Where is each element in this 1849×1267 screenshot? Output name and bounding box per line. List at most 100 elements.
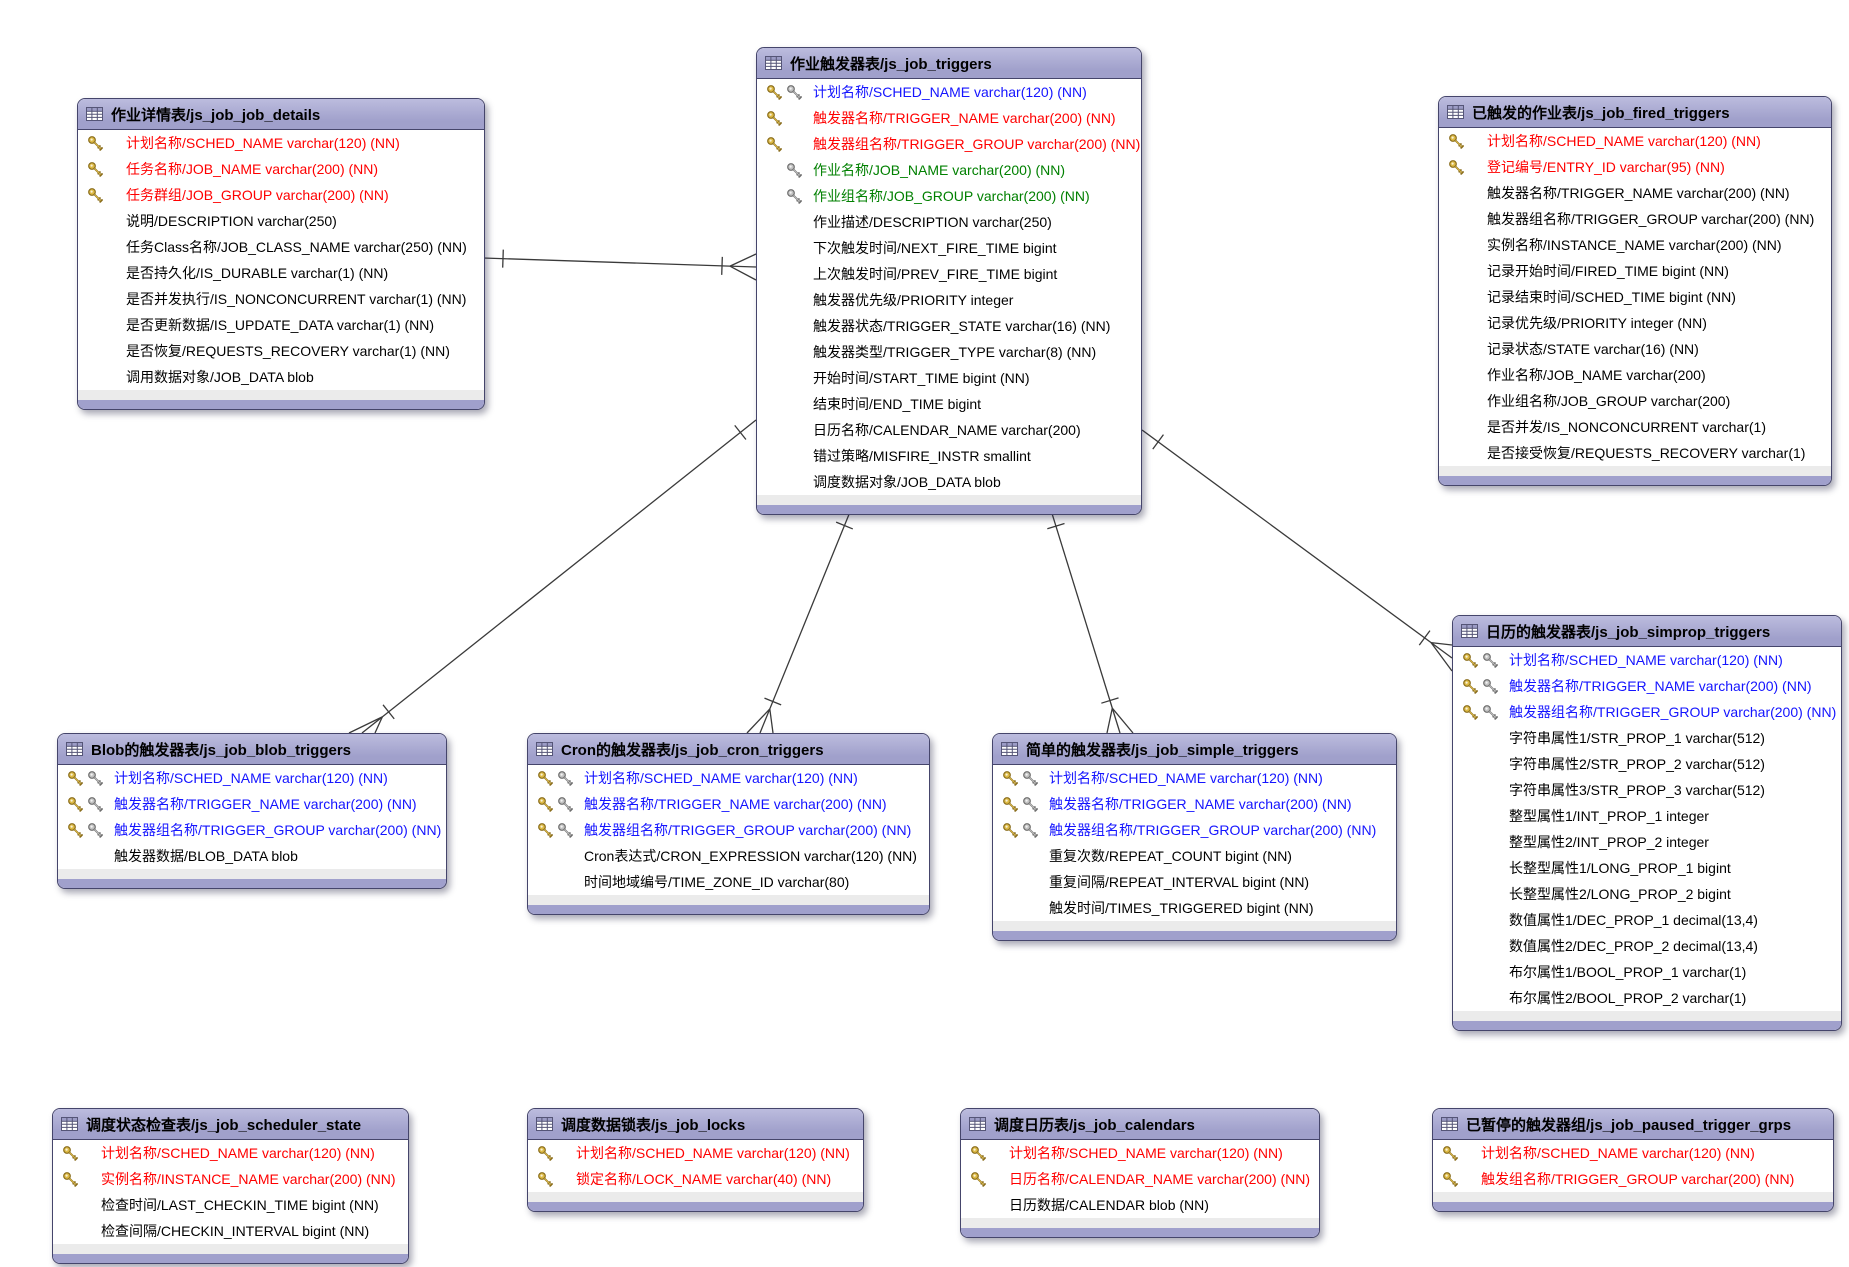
field-row[interactable]: 触发器组名称/TRIGGER_GROUP varchar(200) (NN) (1453, 699, 1841, 725)
table-header[interactable]: 作业触发器表/js_job_triggers (757, 48, 1141, 79)
field-row[interactable]: 计划名称/SCHED_NAME varchar(120) (NN) (993, 765, 1396, 791)
field-row[interactable]: 调用数据对象/JOB_DATA blob (78, 364, 484, 390)
field-row[interactable]: 整型属性1/INT_PROP_1 integer (1453, 803, 1841, 829)
field-row[interactable]: 任务Class名称/JOB_CLASS_NAME varchar(250) (N… (78, 234, 484, 260)
field-row[interactable]: 触发器优先级/PRIORITY integer (757, 287, 1141, 313)
field-row[interactable]: 任务名称/JOB_NAME varchar(200) (NN) (78, 156, 484, 182)
field-row[interactable]: 日历数据/CALENDAR blob (NN) (961, 1192, 1319, 1218)
field-row[interactable]: 触发器名称/TRIGGER_NAME varchar(200) (NN) (757, 105, 1141, 131)
field-row[interactable]: 作业描述/DESCRIPTION varchar(250) (757, 209, 1141, 235)
field-row[interactable]: 触发器组名称/TRIGGER_GROUP varchar(200) (NN) (58, 817, 446, 843)
table-js_job_cron_triggers[interactable]: Cron的触发器表/js_job_cron_triggers 计划名称/SCHE… (527, 733, 930, 915)
field-row[interactable]: 计划名称/SCHED_NAME varchar(120) (NN) (53, 1140, 408, 1166)
relationship-triggers-to-cron[interactable] (746, 506, 854, 734)
field-row[interactable]: 是否更新数据/IS_UPDATE_DATA varchar(1) (NN) (78, 312, 484, 338)
field-row[interactable]: 登记编号/ENTRY_ID varchar(95) (NN) (1439, 154, 1831, 180)
field-row[interactable]: 长整型属性2/LONG_PROP_2 bigint (1453, 881, 1841, 907)
field-row[interactable]: 触发器名称/TRIGGER_NAME varchar(200) (NN) (58, 791, 446, 817)
field-row[interactable]: 上次触发时间/PREV_FIRE_TIME bigint (757, 261, 1141, 287)
table-header[interactable]: 已触发的作业表/js_job_fired_triggers (1439, 97, 1831, 128)
field-row[interactable]: 是否持久化/IS_DURABLE varchar(1) (NN) (78, 260, 484, 286)
field-row[interactable]: 记录结束时间/SCHED_TIME bigint (NN) (1439, 284, 1831, 310)
field-row[interactable]: 开始时间/START_TIME bigint (NN) (757, 365, 1141, 391)
field-row[interactable]: 触发器组名称/TRIGGER_GROUP varchar(200) (NN) (528, 817, 929, 843)
field-row[interactable]: 调度数据对象/JOB_DATA blob (757, 469, 1141, 495)
field-row[interactable]: 检查时间/LAST_CHECKIN_TIME bigint (NN) (53, 1192, 408, 1218)
field-row[interactable]: 结束时间/END_TIME bigint (757, 391, 1141, 417)
field-row[interactable]: 触发器名称/TRIGGER_NAME varchar(200) (NN) (1439, 180, 1831, 206)
table-js_job_calendars[interactable]: 调度日历表/js_job_calendars 计划名称/SCHED_NAME v… (960, 1108, 1320, 1238)
field-row[interactable]: 实例名称/INSTANCE_NAME varchar(200) (NN) (53, 1166, 408, 1192)
field-row[interactable]: 布尔属性2/BOOL_PROP_2 varchar(1) (1453, 985, 1841, 1011)
field-row[interactable]: 触发器名称/TRIGGER_NAME varchar(200) (NN) (1453, 673, 1841, 699)
field-row[interactable]: 时间地域编号/TIME_ZONE_ID varchar(80) (528, 869, 929, 895)
field-row[interactable]: 数值属性2/DEC_PROP_2 decimal(13,4) (1453, 933, 1841, 959)
field-row[interactable]: 触发器组名称/TRIGGER_GROUP varchar(200) (NN) (757, 131, 1141, 157)
table-js_job_triggers[interactable]: 作业触发器表/js_job_triggers 计划名称/SCHED_NAME v… (756, 47, 1142, 515)
field-row[interactable]: 是否接受恢复/REQUESTS_RECOVERY varchar(1) (1439, 440, 1831, 466)
table-header[interactable]: 调度数据锁表/js_job_locks (528, 1109, 863, 1140)
field-row[interactable]: 触发器组名称/TRIGGER_GROUP varchar(200) (NN) (993, 817, 1396, 843)
field-row[interactable]: 触发时间/TIMES_TRIGGERED bigint (NN) (993, 895, 1396, 921)
relationship-triggers-to-blob[interactable] (348, 419, 757, 734)
field-row[interactable]: 触发器名称/TRIGGER_NAME varchar(200) (NN) (528, 791, 929, 817)
table-js_job_scheduler_state[interactable]: 调度状态检查表/js_job_scheduler_state 计划名称/SCHE… (52, 1108, 409, 1264)
relationship-job-details-to-triggers[interactable] (482, 249, 757, 281)
table-js_job_paused_trigger_grps[interactable]: 已暂停的触发器组/js_job_paused_trigger_grps 计划名称… (1432, 1108, 1834, 1212)
field-row[interactable]: 字符串属性1/STR_PROP_1 varchar(512) (1453, 725, 1841, 751)
table-header[interactable]: 调度状态检查表/js_job_scheduler_state (53, 1109, 408, 1140)
field-row[interactable]: 作业名称/JOB_NAME varchar(200) (1439, 362, 1831, 388)
field-row[interactable]: 计划名称/SCHED_NAME varchar(120) (NN) (1439, 128, 1831, 154)
table-header[interactable]: Blob的触发器表/js_job_blob_triggers (58, 734, 446, 765)
field-row[interactable]: 触发器数据/BLOB_DATA blob (58, 843, 446, 869)
field-row[interactable]: 记录优先级/PRIORITY integer (NN) (1439, 310, 1831, 336)
field-row[interactable]: 记录状态/STATE varchar(16) (NN) (1439, 336, 1831, 362)
field-row[interactable]: 任务群组/JOB_GROUP varchar(200) (NN) (78, 182, 484, 208)
field-row[interactable]: 错过策略/MISFIRE_INSTR smallint (757, 443, 1141, 469)
field-row[interactable]: 计划名称/SCHED_NAME varchar(120) (NN) (58, 765, 446, 791)
field-row[interactable]: 说明/DESCRIPTION varchar(250) (78, 208, 484, 234)
field-row[interactable]: 字符串属性2/STR_PROP_2 varchar(512) (1453, 751, 1841, 777)
field-row[interactable]: 触发组名称/TRIGGER_GROUP varchar(200) (NN) (1433, 1166, 1833, 1192)
field-row[interactable]: 字符串属性3/STR_PROP_3 varchar(512) (1453, 777, 1841, 803)
field-row[interactable]: 数值属性1/DEC_PROP_1 decimal(13,4) (1453, 907, 1841, 933)
field-row[interactable]: 是否并发执行/IS_NONCONCURRENT varchar(1) (NN) (78, 286, 484, 312)
table-js_job_job_details[interactable]: 作业详情表/js_job_job_details 计划名称/SCHED_NAME… (77, 98, 485, 410)
field-row[interactable]: 长整型属性1/LONG_PROP_1 bigint (1453, 855, 1841, 881)
relationship-triggers-to-simple[interactable] (1047, 506, 1134, 734)
field-row[interactable]: 下次触发时间/NEXT_FIRE_TIME bigint (757, 235, 1141, 261)
field-row[interactable]: 整型属性2/INT_PROP_2 integer (1453, 829, 1841, 855)
field-row[interactable]: 锁定名称/LOCK_NAME varchar(40) (NN) (528, 1166, 863, 1192)
field-row[interactable]: 布尔属性1/BOOL_PROP_1 varchar(1) (1453, 959, 1841, 985)
field-row[interactable]: 触发器名称/TRIGGER_NAME varchar(200) (NN) (993, 791, 1396, 817)
table-header[interactable]: 简单的触发器表/js_job_simple_triggers (993, 734, 1396, 765)
field-row[interactable]: 计划名称/SCHED_NAME varchar(120) (NN) (961, 1140, 1319, 1166)
table-header[interactable]: 调度日历表/js_job_calendars (961, 1109, 1319, 1140)
field-row[interactable]: 计划名称/SCHED_NAME varchar(120) (NN) (1453, 647, 1841, 673)
table-js_job_blob_triggers[interactable]: Blob的触发器表/js_job_blob_triggers 计划名称/SCHE… (57, 733, 447, 889)
table-js_job_locks[interactable]: 调度数据锁表/js_job_locks 计划名称/SCHED_NAME varc… (527, 1108, 864, 1212)
table-js_job_simprop_triggers[interactable]: 日历的触发器表/js_job_simprop_triggers 计划名称/SCH… (1452, 615, 1842, 1031)
field-row[interactable]: 计划名称/SCHED_NAME varchar(120) (NN) (78, 130, 484, 156)
field-row[interactable]: 计划名称/SCHED_NAME varchar(120) (NN) (528, 1140, 863, 1166)
field-row[interactable]: 计划名称/SCHED_NAME varchar(120) (NN) (528, 765, 929, 791)
field-row[interactable]: 计划名称/SCHED_NAME varchar(120) (NN) (757, 79, 1141, 105)
field-row[interactable]: Cron表达式/CRON_EXPRESSION varchar(120) (NN… (528, 843, 929, 869)
field-row[interactable]: 记录开始时间/FIRED_TIME bigint (NN) (1439, 258, 1831, 284)
field-row[interactable]: 触发器组名称/TRIGGER_GROUP varchar(200) (NN) (1439, 206, 1831, 232)
field-row[interactable]: 重复次数/REPEAT_COUNT bigint (NN) (993, 843, 1396, 869)
field-row[interactable]: 计划名称/SCHED_NAME varchar(120) (NN) (1433, 1140, 1833, 1166)
field-row[interactable]: 实例名称/INSTANCE_NAME varchar(200) (NN) (1439, 232, 1831, 258)
field-row[interactable]: 日历名称/CALENDAR_NAME varchar(200) (NN) (961, 1166, 1319, 1192)
table-header[interactable]: Cron的触发器表/js_job_cron_triggers (528, 734, 929, 765)
field-row[interactable]: 触发器类型/TRIGGER_TYPE varchar(8) (NN) (757, 339, 1141, 365)
table-header[interactable]: 日历的触发器表/js_job_simprop_triggers (1453, 616, 1841, 647)
field-row[interactable]: 日历名称/CALENDAR_NAME varchar(200) (757, 417, 1141, 443)
field-row[interactable]: 作业组名称/JOB_GROUP varchar(200) (1439, 388, 1831, 414)
field-row[interactable]: 是否并发/IS_NONCONCURRENT varchar(1) (1439, 414, 1831, 440)
field-row[interactable]: 作业名称/JOB_NAME varchar(200) (NN) (757, 157, 1141, 183)
field-row[interactable]: 检查间隔/CHECKIN_INTERVAL bigint (NN) (53, 1218, 408, 1244)
field-row[interactable]: 作业组名称/JOB_GROUP varchar(200) (NN) (757, 183, 1141, 209)
table-js_job_simple_triggers[interactable]: 简单的触发器表/js_job_simple_triggers 计划名称/SCHE… (992, 733, 1397, 941)
table-header[interactable]: 已暂停的触发器组/js_job_paused_trigger_grps (1433, 1109, 1833, 1140)
